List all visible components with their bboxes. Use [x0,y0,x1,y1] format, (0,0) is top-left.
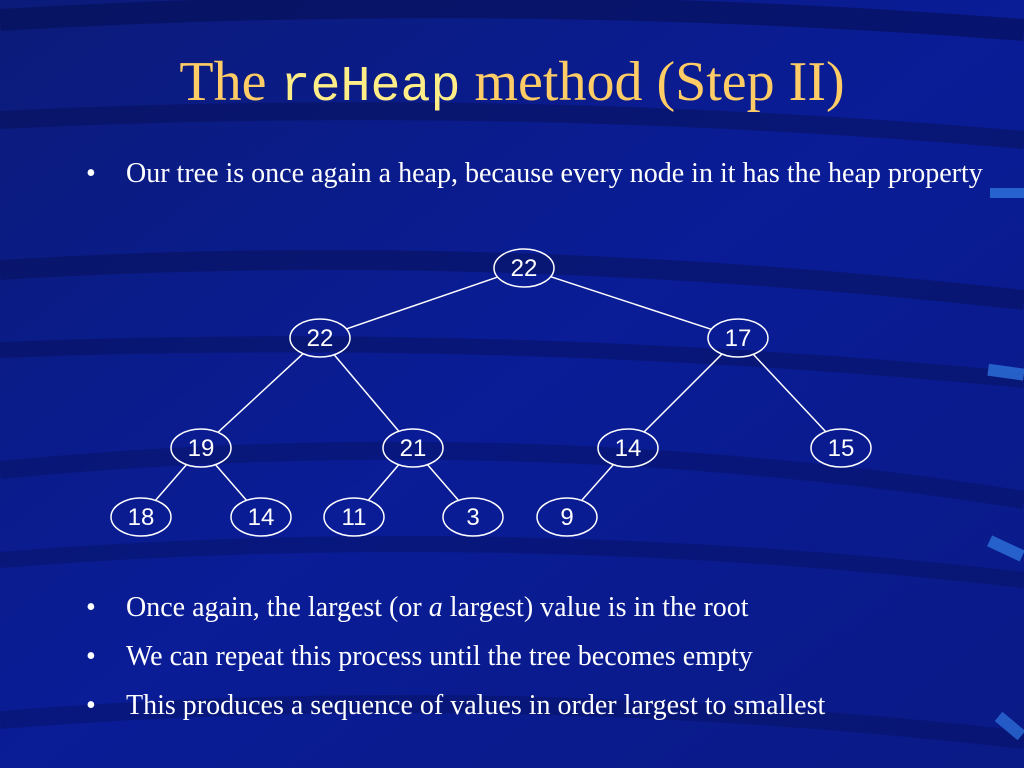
tree-node-value: 14 [615,435,642,462]
bullet-text: This produces a sequence of values in or… [126,690,826,721]
tree-node-value: 11 [342,504,367,531]
tree-node: 21 [382,428,444,468]
tree-node: 19 [170,428,232,468]
tree-node-value: 21 [400,435,427,462]
tree-node-circle [382,428,444,468]
tree-node: 15 [810,428,872,468]
title-suffix: method (Step II) [460,51,845,113]
tree-edge [752,353,827,433]
bullet-item: We can repeat this process until the tre… [86,637,996,677]
tree-node-value: 14 [248,504,275,531]
tree-node-circle [493,248,555,288]
title-prefix: The [179,51,281,113]
tree-node-circle [170,428,232,468]
tree-node-value: 22 [307,325,334,352]
bullet-list-bottom: Once again, the largest (or a largest) v… [86,588,996,735]
title-code: reHeap [280,59,461,116]
tree-node-circle [597,428,659,468]
tree-edge [333,354,400,432]
bullet-item: Our tree is once again a heap, because e… [86,154,996,194]
tree-node: 22 [289,318,351,358]
slide-title: The reHeap method (Step II) [0,51,1024,116]
tree-node-circle [810,428,872,468]
tree-node-value: 15 [828,435,855,462]
tree-node: 18 [110,497,172,537]
tree-edge [581,464,614,501]
tree-node-circle [442,497,504,537]
tree-node-circle [536,497,598,537]
tree-edge [214,464,248,501]
tree-edge [217,353,304,433]
tree-edge [426,464,460,501]
tree-node-circle [707,318,769,358]
tree-node: 3 [442,497,504,537]
tree-edge [643,353,723,433]
tree-edge [346,276,498,330]
bullet-emphasis: a [428,592,443,623]
tree-node-value: 19 [188,435,215,462]
tree-node-circle [110,497,172,537]
tree-edge [154,464,188,501]
tree-node-circle [323,497,385,537]
tree-edge [550,276,712,330]
tree-node-value: 9 [560,504,573,531]
tree-node-value: 18 [128,504,155,531]
tree-node-circle [289,318,351,358]
tree-node: 22 [493,248,555,288]
bullet-text: We can repeat this process until the tre… [126,641,753,672]
tree-node-circle [230,497,292,537]
bullet-text: Once again, the largest (or [126,592,429,623]
bullet-text: largest) value is in the root [442,592,749,623]
tree-node-value: 17 [725,325,752,352]
bullet-list-top: Our tree is once again a heap, because e… [86,154,996,194]
tree-node: 14 [230,497,292,537]
tree-node: 9 [536,497,598,537]
tree-node-value: 3 [466,504,479,531]
tree-edge [367,464,400,501]
tree-node: 14 [597,428,659,468]
tree-node: 11 [323,497,385,537]
bullet-item: Once again, the largest (or a largest) v… [86,588,996,628]
tree-node-value: 22 [511,255,538,282]
bullet-item: This produces a sequence of values in or… [86,686,996,726]
tree-node: 17 [707,318,769,358]
